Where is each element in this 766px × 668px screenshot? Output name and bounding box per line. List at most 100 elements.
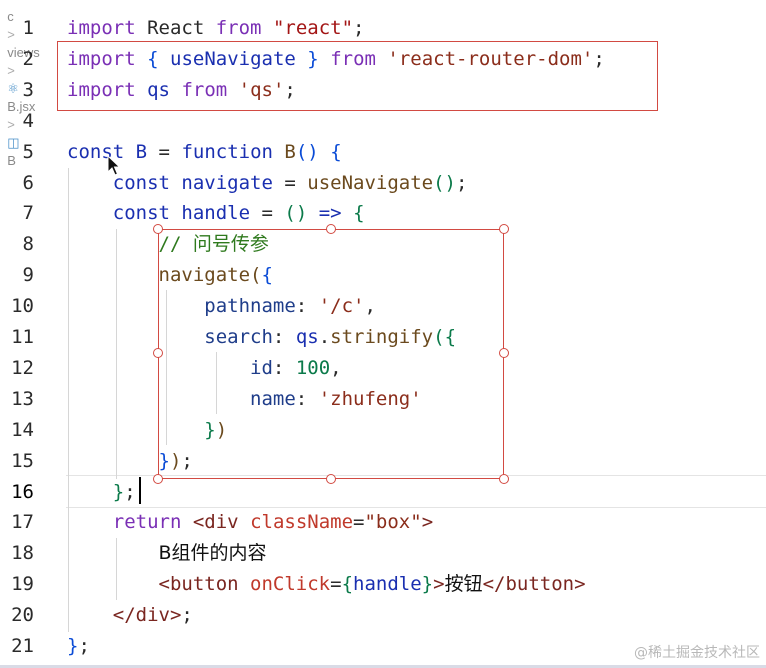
resize-handle[interactable] [153,224,163,234]
code-line[interactable]: 14 }) [0,415,766,446]
code-text[interactable]: navigate({ [67,260,273,291]
code-text[interactable]: }); [67,446,193,477]
code-line[interactable]: 6 const navigate = useNavigate(); [0,168,766,199]
code-line[interactable]: 13 name: 'zhufeng' [0,384,766,415]
line-number[interactable]: 3 [22,78,34,101]
code-line[interactable]: 2 import { useNavigate } from 'react-rout… [0,44,766,75]
code-token: } [67,635,79,657]
line-number[interactable]: 6 [22,171,34,194]
code-text[interactable]: }) [67,415,227,446]
code-line[interactable]: 18 B组件的内容 [0,538,766,569]
resize-handle[interactable] [499,474,509,484]
code-text[interactable]: B组件的内容 [67,538,267,569]
code-token: "react" [272,17,354,39]
code-line[interactable]: 16 }; [0,477,766,508]
code-token: B组件的内容 [158,542,267,565]
code-text[interactable]: const handle = () => { [67,198,365,229]
resize-handle[interactable] [499,348,509,358]
code-line[interactable]: 21}; [0,631,766,662]
line-number[interactable]: 14 [11,418,34,441]
code-line[interactable]: 1 import React from "react"; [0,13,766,44]
code-token: ) [215,418,228,441]
code-line[interactable]: 20 </div>; [0,600,766,631]
line-number[interactable]: 9 [22,264,34,287]
code-text[interactable]: const navigate = useNavigate(); [67,168,468,199]
code-token: > [421,511,434,534]
code-line[interactable]: 17 return <div className="box"> [0,507,766,538]
line-number[interactable]: 1 [22,17,34,39]
code-token: '/c' [318,295,365,318]
line-number[interactable]: 16 [11,480,34,503]
code-token: ( [433,326,445,348]
resize-handle[interactable] [326,474,336,484]
code-text[interactable]: const B = function B() { [67,137,342,168]
line-number[interactable]: 7 [22,202,34,225]
code-token: 'react-router-dom' [387,47,594,70]
code-text[interactable]: search: qs.stringify({ [67,322,456,353]
resize-handle[interactable] [153,348,163,358]
code-text[interactable]: import { useNavigate } from 'react-route… [67,44,605,75]
code-token: : [295,295,319,318]
line-number[interactable]: 13 [11,387,34,410]
code-line[interactable]: 5 const B = function B() { [0,137,766,168]
code-line[interactable]: 10 pathname: '/c', [0,291,766,322]
code-token: function [181,140,273,163]
code-token: } [112,480,125,503]
indent-guide [116,229,117,479]
code-token: { [147,47,159,70]
line-number[interactable]: 17 [11,511,34,534]
code-token: 100 [295,356,331,379]
code-token [342,202,353,224]
code-text[interactable]: id: 100, [67,353,342,384]
resize-handle[interactable] [499,224,509,234]
resize-handle[interactable] [153,474,163,484]
code-line[interactable]: 4 [0,106,766,137]
code-text[interactable]: name: 'zhufeng' [67,384,422,415]
code-line[interactable]: 15 }); [0,446,766,477]
breadcrumb-part[interactable]: views [7,45,40,60]
code-line[interactable]: 11 search: qs.stringify({ [0,322,766,353]
code-token: import [67,17,136,39]
breadcrumb-part[interactable]: B.jsx [7,99,36,114]
resize-handle[interactable] [326,224,336,234]
code-line[interactable]: 8 // 问号传参 [0,229,766,260]
code-token: ) [169,449,182,472]
code-line[interactable]: 3 import qs from 'qs'; [0,75,766,106]
line-number[interactable]: 18 [11,542,34,565]
code-text[interactable]: <button onClick={handle}>按钮</button> [67,569,586,600]
code-line[interactable]: 9 navigate({ [0,260,766,291]
code-line[interactable]: 7 const handle = () => { [0,198,766,229]
code-text[interactable]: return <div className="box"> [67,507,433,538]
line-number[interactable]: 19 [11,573,34,596]
line-number[interactable]: 15 [11,449,34,472]
code-token: 按钮 [444,573,483,596]
code-token: from [330,47,376,70]
code-text[interactable]: </div>; [67,600,193,631]
line-number[interactable]: 21 [11,635,34,657]
code-line[interactable]: 19 <button onClick={handle}>按钮</button> [0,569,766,600]
code-text[interactable]: }; [67,631,90,662]
code-text[interactable]: import React from "react"; [67,13,364,44]
code-token: } [307,47,319,70]
code-line[interactable]: 12 id: 100, [0,353,766,384]
line-number[interactable]: 4 [22,109,34,132]
breadcrumb-part[interactable]: c [7,9,14,24]
line-number[interactable]: 10 [11,295,34,318]
code-text[interactable]: }; [67,477,136,508]
code-token: useNavigate [170,47,296,70]
code-text[interactable]: // 问号传参 [67,229,269,260]
line-number[interactable]: 8 [22,233,34,256]
breadcrumb-part[interactable]: B [7,153,16,168]
code-token: from [215,17,262,39]
line-number[interactable]: 5 [22,140,34,163]
line-number[interactable]: 20 [11,604,34,627]
line-number[interactable]: 2 [22,47,34,70]
code-text[interactable]: import qs from 'qs'; [67,75,296,106]
code-token: B [135,140,148,163]
code-token [273,141,284,163]
line-number[interactable]: 11 [11,326,34,348]
code-text[interactable]: pathname: '/c', [67,291,376,322]
line-number[interactable]: 12 [11,356,34,379]
code-token: <button [158,573,239,596]
code-token [67,604,113,626]
